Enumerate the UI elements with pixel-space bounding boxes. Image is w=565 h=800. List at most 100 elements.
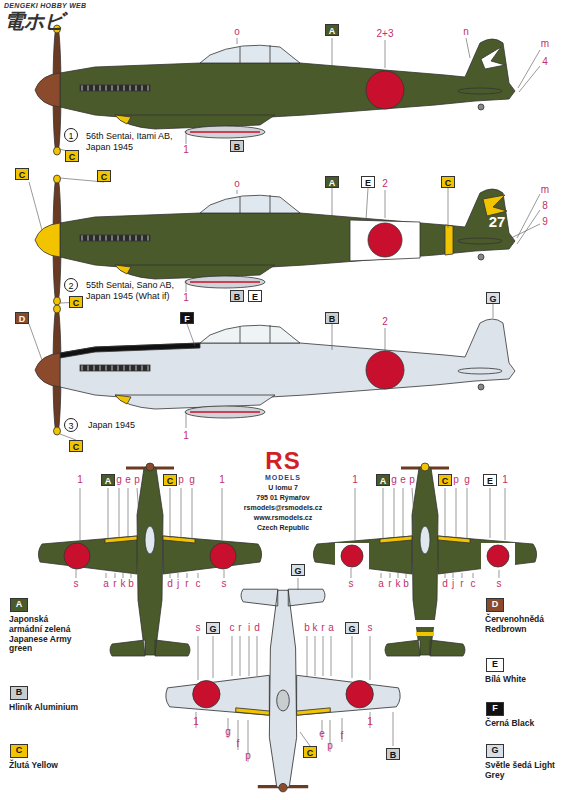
callout-letter: g	[391, 474, 397, 485]
callout-letter: s	[222, 578, 227, 589]
color-code-box: G	[486, 292, 500, 304]
callout-letter: m	[541, 38, 549, 49]
callout-letter: f	[341, 730, 344, 741]
scheme-number: 2	[64, 278, 78, 292]
callout-letter: k	[313, 622, 318, 633]
color-code-box: G	[206, 622, 220, 634]
callout-letter: 4	[542, 56, 548, 67]
aircraft-number: 27	[489, 214, 506, 231]
color-code-box: E	[483, 474, 497, 486]
callout-letter: p	[453, 474, 459, 485]
legend-text: Hliník Aluminium	[9, 703, 81, 713]
callout-letter: o	[234, 26, 240, 37]
color-code-box: C	[97, 170, 111, 182]
company-address: Czech Republic	[257, 524, 309, 532]
callout-letter: k	[121, 578, 126, 589]
color-code-box: B	[230, 290, 244, 302]
company-logo: MODELS	[265, 474, 301, 482]
callout-letter: 9	[542, 216, 548, 227]
callout-letter: s	[74, 578, 79, 589]
callout-letter: r	[321, 622, 324, 633]
callout-letter: 2	[382, 178, 388, 189]
callout-letter: 8	[542, 200, 548, 211]
callout-letter: c	[196, 578, 201, 589]
company-address: rsmodels@rsmodels.cz	[244, 504, 322, 512]
company-logo: RS	[265, 448, 300, 474]
legend-text: Červenohnědá Redbrown	[485, 615, 557, 635]
legend-text: Žlutá Yellow	[9, 761, 81, 771]
company-address: U lomu 7	[268, 484, 298, 492]
callout-letter: o	[234, 178, 240, 189]
callout-letter: g	[189, 474, 195, 485]
color-code-box: E	[361, 176, 375, 188]
color-code-box: C	[15, 168, 29, 180]
callout-letter: j	[452, 578, 454, 589]
color-code-box: C	[438, 474, 452, 486]
callout-letter: c	[230, 622, 235, 633]
callout-letter: 1	[367, 716, 373, 727]
color-code-box: C	[303, 746, 317, 758]
callout-letter: e	[125, 474, 131, 485]
company-address: 795 01 Rýmařov	[256, 494, 309, 502]
callout-letter: 2+3	[377, 28, 394, 39]
legend-code: A	[12, 600, 26, 610]
callout-letter: j	[177, 578, 179, 589]
callout-letter: b	[304, 622, 310, 633]
callout-letter: s	[196, 622, 201, 633]
scheme-caption: 56th Sentai, Itami AB, Japan 1945	[86, 131, 178, 153]
callout-letter: a	[328, 622, 334, 633]
callout-letter: 1	[183, 144, 189, 155]
callout-letter: p	[327, 740, 333, 751]
callout-letter: 2	[382, 316, 388, 327]
legend-code: D	[488, 600, 502, 610]
callout-letter: 1	[183, 292, 189, 303]
color-code-box: C	[163, 474, 177, 486]
color-code-box: E	[248, 290, 262, 302]
color-code-box: B	[386, 748, 400, 760]
callout-letter: s	[349, 578, 354, 589]
color-code-box: D	[15, 312, 29, 324]
callout-letter: d	[254, 622, 260, 633]
legend-code: B	[12, 688, 26, 698]
color-code-box: A	[325, 24, 339, 36]
callout-letter: i	[248, 622, 250, 633]
legend-code: G	[488, 746, 502, 756]
callout-letter: r	[388, 578, 391, 589]
callout-letter: p	[409, 474, 415, 485]
callout-letter: d	[442, 578, 448, 589]
scheme-number: 3	[64, 418, 78, 432]
color-code-box: C	[69, 296, 83, 308]
callout-letter: b	[403, 578, 409, 589]
callout-letter: k	[396, 578, 401, 589]
callout-letter: a	[378, 578, 384, 589]
callout-letter: g	[225, 726, 231, 737]
legend-text: Světle šedá Light Grey	[485, 761, 557, 781]
callout-letter: 1	[193, 716, 199, 727]
legend-code: C	[12, 746, 26, 756]
scheme-number: 1	[64, 128, 78, 142]
color-code-box: A	[101, 474, 115, 486]
callout-letter: p	[134, 474, 140, 485]
callout-letter: a	[103, 578, 109, 589]
legend-text: Japonská armádní zelená Japanese Army gr…	[9, 615, 81, 654]
callout-letter: e	[319, 728, 325, 739]
callout-letter: m	[541, 184, 549, 195]
callout-letter: s	[368, 622, 373, 633]
legend-text: Bílá White	[485, 675, 557, 685]
callout-letter: 1	[502, 474, 508, 485]
color-code-box: G	[291, 564, 305, 576]
color-code-box: G	[345, 622, 359, 634]
legend-code: E	[488, 660, 502, 670]
watermark: 電ホビ	[4, 10, 64, 32]
callout-letter: r	[113, 578, 116, 589]
callout-letter: b	[128, 578, 134, 589]
color-code-box: A	[325, 176, 339, 188]
callout-letter: p	[178, 474, 184, 485]
color-code-box: A	[376, 474, 390, 486]
scheme-caption: 55th Sentai, Sano AB, Japan 1945 (What i…	[86, 280, 178, 302]
callout-letter: g	[116, 474, 122, 485]
color-code-box: B	[230, 140, 244, 152]
callout-letter: r	[238, 622, 241, 633]
